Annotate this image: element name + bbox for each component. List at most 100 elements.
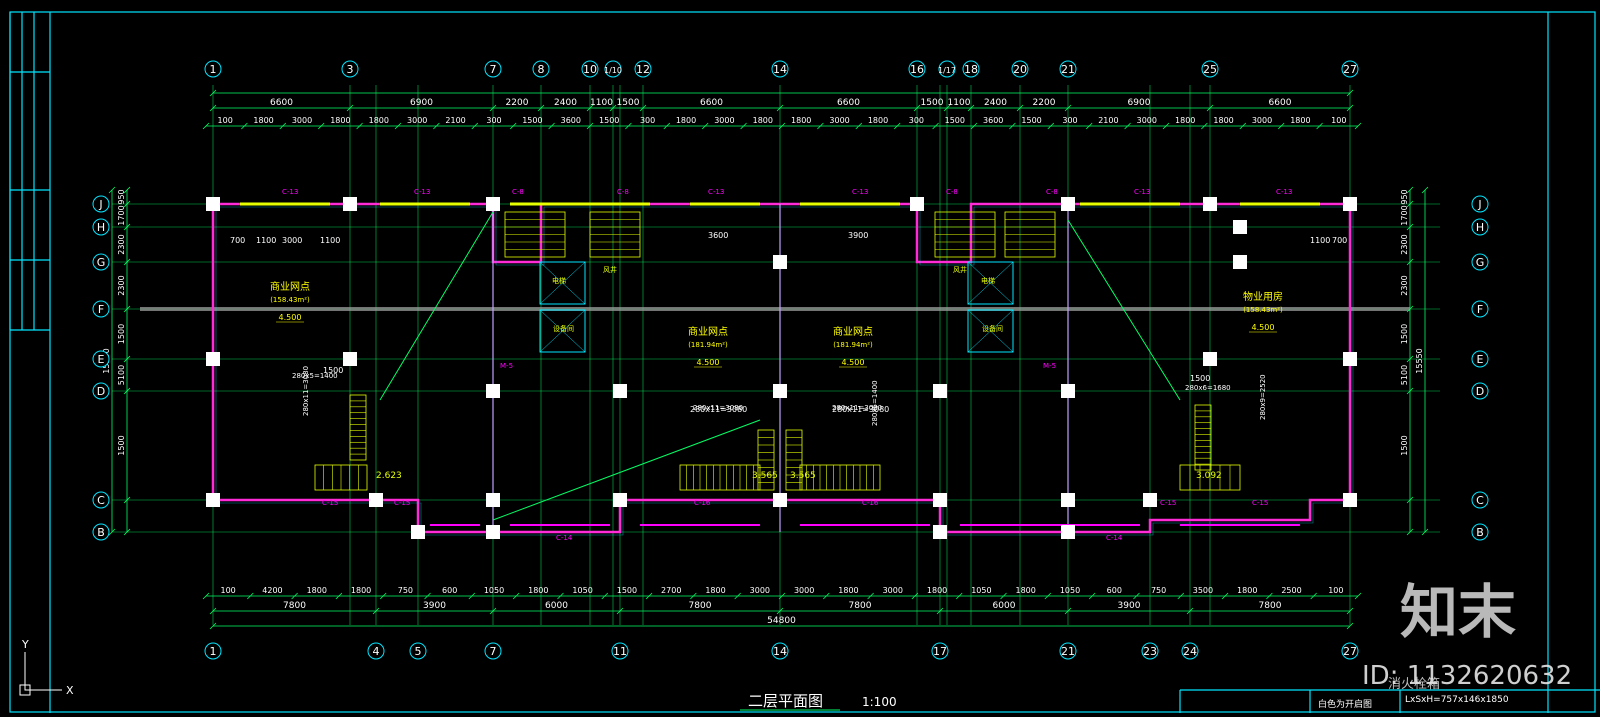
window-code-label: C-16 <box>862 499 879 507</box>
dim-bottom-row1-tick <box>1000 592 1007 600</box>
axis-bubble-top <box>581 60 599 78</box>
dim-top-row1-tick <box>967 104 975 112</box>
landing-elevation: 3.092 <box>1196 471 1222 481</box>
dim-top-row2-label: 100 <box>218 116 233 125</box>
dim-top-row2-tick <box>970 122 978 130</box>
dim-top-row2-label: 300 <box>640 116 655 125</box>
room-area: (181.94m²) <box>833 341 873 349</box>
dim-bottom-row1-label: 4200 <box>262 586 282 595</box>
elevator-cross <box>539 309 586 353</box>
dim-bottom-row1-tick <box>734 592 741 600</box>
dim-left-rows-tick <box>123 528 131 536</box>
dim-bottom-row2-tick <box>1064 607 1072 615</box>
axis-bubble-left-label: B <box>97 526 105 539</box>
ucs-x-label: X <box>66 684 74 697</box>
dim-top-row2-label: 3000 <box>829 116 849 125</box>
landing-elevation: 3.565 <box>752 471 778 481</box>
axis-bubble-left <box>92 350 110 368</box>
room-area: (158.43m²) <box>1243 306 1283 314</box>
structural-column <box>486 197 500 211</box>
title-block-cell-2: LxSxH=757x146x1850 <box>1405 695 1509 705</box>
dim-top-row2-label: 3000 <box>292 116 312 125</box>
dim-top-row2-tick <box>855 122 863 130</box>
dim-bottom-row2-tick <box>1346 607 1354 615</box>
dim-top-row2-tick <box>817 122 824 130</box>
axis-bubble-right-label: B <box>1476 526 1484 539</box>
structural-column <box>933 384 947 398</box>
window-code-label: C-14 <box>556 534 573 542</box>
core-room-tag: 设备间 <box>553 324 574 333</box>
detail-dim-label: 700 <box>1332 236 1347 245</box>
core-room-tag: 风井 <box>603 265 617 274</box>
dim-right-rows-tick <box>1406 186 1414 194</box>
axis-bubble-bottom <box>1341 642 1359 660</box>
dim-bottom-row2-label: 3900 <box>423 601 446 611</box>
window-code-label: C-13 <box>282 188 298 196</box>
room-elevation: 4.500 <box>842 358 865 367</box>
dim-right-rows-label: 5100 <box>1400 365 1409 385</box>
axis-bubble-bottom <box>611 642 629 660</box>
dim-bottom-row1-tick <box>645 592 653 600</box>
window-code-label: C-13 <box>708 188 724 196</box>
dim-top-row1-label: 2200 <box>1033 98 1056 108</box>
axis-bubble-top-label: 3 <box>347 63 354 76</box>
dim-left-rows-label: 5100 <box>117 365 126 385</box>
axis-bubble-bottom <box>484 642 502 660</box>
structural-column <box>1203 352 1217 366</box>
axis-bubble-right <box>1471 218 1489 236</box>
structural-column <box>933 493 947 507</box>
dim-top-row2-tick <box>241 122 248 130</box>
ucs-icon <box>19 652 62 696</box>
dim-bottom-row1-label: 3000 <box>750 586 770 595</box>
dim-bottom-row1-tick <box>1177 592 1185 600</box>
leader-diagonal <box>379 211 494 401</box>
dim-bottom-row2-label: 6000 <box>545 601 568 611</box>
dim-top-row2-label: 100 <box>1331 116 1346 125</box>
room-name: 物业用房 <box>1243 290 1283 303</box>
dim-top-row1-tick <box>1346 104 1354 112</box>
wall-outlines <box>206 197 1357 539</box>
dim-top-row2-tick <box>1162 122 1170 130</box>
dim-top-row2-label: 2100 <box>445 116 465 125</box>
stair-dimension-label: 280x11=3080 <box>832 404 882 412</box>
structural-column <box>1233 255 1247 269</box>
dim-bottom-row1-tick <box>823 592 830 600</box>
axis-bubble-left-label: D <box>97 385 105 398</box>
dim-top-row1-label: 6900 <box>410 98 433 108</box>
window-code-label: C-13 <box>414 188 430 196</box>
dim-bottom-row1-label: 1800 <box>838 586 858 595</box>
core-room-tag: 电梯 <box>552 276 566 285</box>
dim-top-row2-label: 3600 <box>983 116 1003 125</box>
dim-bottom-row1-label: 1800 <box>1237 586 1257 595</box>
dim-top-row2-label: 3000 <box>1137 116 1157 125</box>
structural-column <box>206 352 220 366</box>
dim-left-rows-tick <box>123 496 131 504</box>
dim-bottom-row2-tick <box>616 607 624 615</box>
axis-bubble-right-label: J <box>1477 198 1481 211</box>
detail-dim-label: 1100 <box>320 236 340 245</box>
dim-top-row1-tick <box>209 104 217 112</box>
dim-top-row2-tick <box>1009 122 1016 130</box>
dim-bottom-row1-label: 1050 <box>971 586 991 595</box>
dim-bottom-row1-label: 100 <box>1328 586 1343 595</box>
axis-bubble-right <box>1471 350 1489 368</box>
dim-top-row2-tick <box>1316 122 1323 130</box>
dim-bottom-row1-tick <box>291 592 298 600</box>
dim-top-row2-label: 1800 <box>676 116 696 125</box>
axis-bubble-right <box>1471 491 1489 509</box>
dim-top-row2-label: 1800 <box>1175 116 1195 125</box>
elevator-shaft <box>967 309 1014 353</box>
dim-top-row1-tick <box>776 104 784 112</box>
dim-bottom-row1-label: 1050 <box>1060 586 1080 595</box>
detail-dim-label: 280x11=3080 <box>690 405 747 414</box>
landing-elevation: 3.565 <box>790 471 816 481</box>
dim-bottom-row2-tick <box>209 607 217 615</box>
dim-bottom-row1-tick <box>468 592 476 600</box>
dim-top-row2-label: 3000 <box>407 116 427 125</box>
dim-left-rows-tick <box>123 258 131 266</box>
dim-top-row2-tick <box>433 122 440 130</box>
dim-top-row2-tick <box>740 122 747 130</box>
elevator-shaft <box>539 261 586 305</box>
